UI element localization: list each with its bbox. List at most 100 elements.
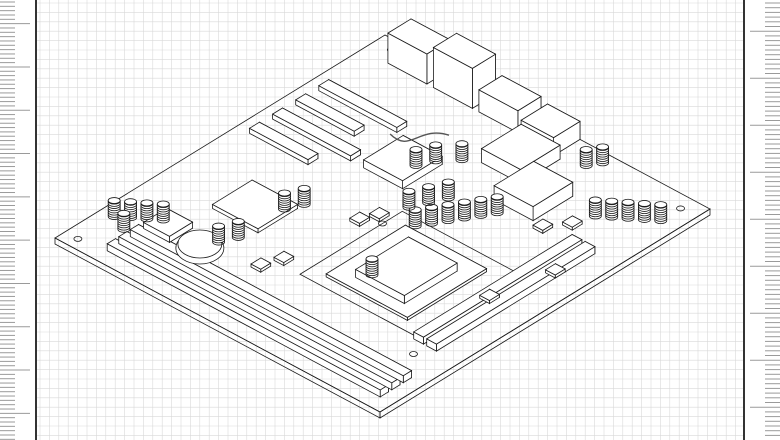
capacitor-top [441,178,455,186]
capacitor [455,140,469,164]
capacitor-ring [441,220,455,224]
capacitor [297,184,311,208]
expansion-slot [248,121,319,166]
capacitor [605,197,619,221]
capacitor-top [365,255,379,263]
right-ruler [750,2,780,436]
capacitor [117,209,131,233]
capacitor-ring [156,219,170,224]
expansion-slot-top [248,121,319,161]
capacitor-top [140,199,154,207]
small-chip [250,257,272,273]
small-chip-top [368,206,390,220]
capacitor-top [212,222,226,230]
small-chip [368,206,390,223]
pcb-edge-left [54,237,381,419]
small-chip-top [478,288,501,302]
capacitor-ring [474,215,488,219]
capacitor [429,141,443,165]
small-chip-top [532,218,554,231]
ram-slot-top [412,234,583,338]
capacitor-ring [621,218,635,222]
capacitor-top [455,140,469,148]
capacitor [231,218,245,241]
expansion-slot [294,93,365,137]
small-chip-top [250,257,272,270]
io-audio-block [478,74,542,134]
small-chip [561,215,583,231]
capacitor-ring [638,219,651,223]
mounting-hole [73,235,83,242]
capacitor [654,201,668,224]
capacitor-top [429,141,443,149]
capacitor-ring [596,162,609,167]
cpu-socket-frame [325,224,488,322]
capacitor-top [596,143,609,151]
chipset-top [362,134,444,182]
capacitor-top [579,146,593,153]
capacitor-top [402,187,416,195]
capacitor-top [605,197,619,205]
capacitor-top [231,218,245,225]
expansion-slot [317,78,408,134]
capacitor-ring [117,229,131,233]
mounting-hole [676,205,685,212]
capacitor-top [441,201,455,209]
cpu-socket [354,236,458,305]
capacitor-top [490,193,504,201]
capacitor [212,222,226,246]
capacitor [638,200,651,223]
capacitor-ring [441,197,455,202]
vrm-heatsink-top [493,160,574,208]
cmos-battery-top [177,229,223,259]
small-chip [348,211,371,228]
small-chip [478,288,501,305]
capacitor [140,199,154,223]
capacitor [596,143,609,167]
capacitor-top [107,197,121,204]
capacitor [441,201,455,224]
capacitor-ring [588,215,602,220]
io-audio-block-top [478,75,542,112]
capacitor-ring [422,202,435,207]
small-chip-top [273,250,295,264]
capacitor [441,178,455,202]
capacitor-ring [490,212,504,217]
capacitor [156,200,170,224]
capacitor [365,255,379,279]
cable-wire [389,132,450,142]
capacitor [457,198,471,222]
capacitor [474,195,488,219]
capacitor-ring [458,217,471,222]
capacitor [107,197,121,220]
capacitor-ring [579,165,593,169]
capacitor [490,193,504,217]
cpu-socket-top [354,236,458,297]
capacitor-ring [140,218,154,223]
capacitor-top [621,198,635,206]
capacitor-top [409,146,423,153]
left-ruler [0,1,30,440]
capacitor-ring [409,165,423,169]
capacitor-ring [212,241,225,246]
small-chip-top [561,215,583,228]
vrm-heatsink-top [480,123,561,170]
capacitor-top [457,198,471,206]
expansion-slot [271,107,362,162]
capacitor-ring [429,160,443,165]
io-port-block-top [520,103,581,139]
small-chip [273,250,295,267]
capacitor-top [654,201,668,209]
io-ethernet-block [432,32,497,110]
small-chip-top [544,263,566,276]
capacitor-ring [278,208,291,213]
capacitor-top [638,200,651,207]
capacitor [278,189,291,213]
capacitor-ring [408,225,422,230]
capacitor-ring [605,217,619,221]
capacitor-top [297,184,311,192]
capacitor [579,146,593,169]
expansion-slot-top [317,79,408,128]
